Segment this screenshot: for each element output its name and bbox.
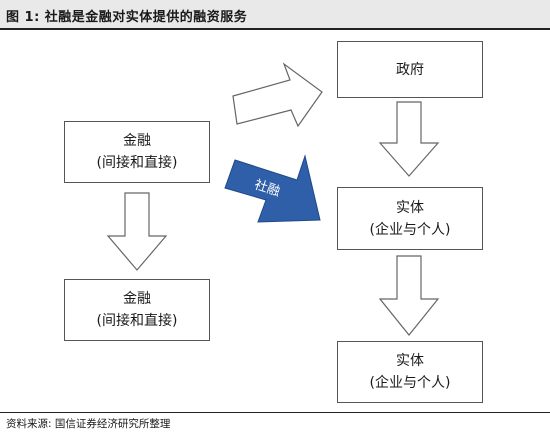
arrow-social-financing-label: 社融 [252, 177, 282, 200]
entity-box-bottom-subtitle: (企业与个人) [369, 375, 451, 391]
entity-box-bottom-title: 实体 [396, 353, 424, 369]
finance-box-bottom: 金融 (间接和直接) [64, 279, 210, 341]
arrow-entity-down [378, 255, 440, 336]
entity-box-middle-title: 实体 [396, 199, 424, 216]
entity-box-middle: 实体 (企业与个人) [337, 187, 483, 250]
arrow-government-down [378, 101, 440, 177]
finance-box-top: 金融 (间接和直接) [64, 121, 210, 183]
finance-box-top-subtitle: (间接和直接) [96, 155, 178, 171]
arrow-finance-down [106, 192, 168, 271]
government-box: 政府 [337, 41, 483, 98]
government-box-title: 政府 [396, 61, 424, 78]
figure-title-bar: 图 1: 社融是金融对实体提供的融资服务 [0, 0, 550, 30]
source-note: 资料来源: 国信证券经济研究所整理 [6, 418, 171, 430]
entity-box-bottom: 实体 (企业与个人) [337, 341, 483, 403]
arrow-finance-to-government [232, 62, 323, 128]
finance-box-bottom-subtitle: (间接和直接) [96, 313, 178, 329]
figure-title: 图 1: 社融是金融对实体提供的融资服务 [6, 10, 248, 25]
finance-box-top-title: 金融 [123, 133, 151, 149]
arrow-social-financing: 社融 [224, 154, 321, 223]
source-divider [0, 412, 550, 413]
entity-box-middle-subtitle: (企业与个人) [369, 221, 451, 238]
finance-box-bottom-title: 金融 [123, 291, 151, 307]
